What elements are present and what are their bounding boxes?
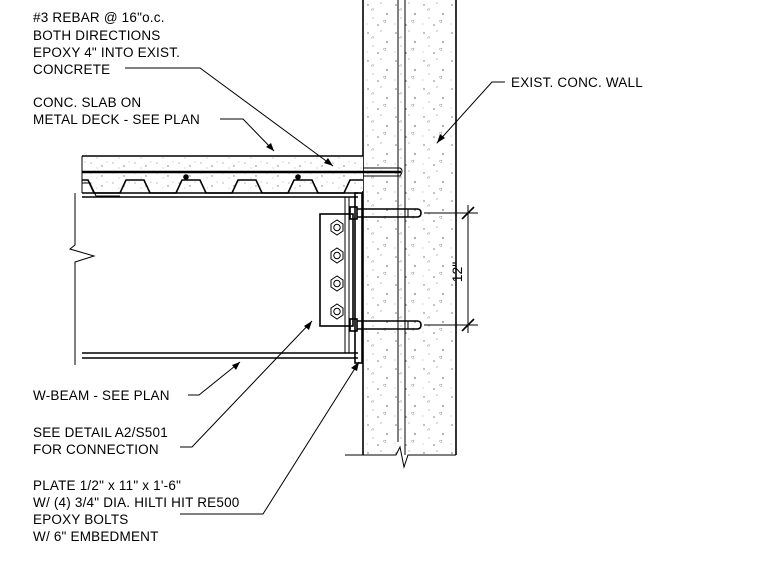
rebar-dot (183, 174, 189, 180)
note-line: #3 REBAR @ 16"o.c. (33, 10, 165, 25)
note-plate: PLATE 1/2" x 11" x 1'-6" W/ (4) 3/4" DIA… (33, 478, 240, 544)
note-line: SEE DETAIL A2/S501 (33, 425, 168, 440)
rebar-dot (295, 174, 301, 180)
leader-lines (125, 67, 505, 515)
note-line: PLATE 1/2" x 11" x 1'-6" (33, 478, 181, 493)
note-line: W/ (4) 3/4" DIA. HILTI HIT RE500 (33, 495, 240, 510)
note-line: METAL DECK - SEE PLAN (33, 112, 200, 127)
note-line: BOTH DIRECTIONS (33, 28, 161, 43)
note-line: FOR CONNECTION (33, 442, 159, 457)
dimension-bolt-spacing: 12" (424, 205, 478, 333)
existing-concrete-wall (345, 0, 457, 469)
note-line: EPOXY 4" INTO EXIST. (33, 45, 180, 60)
note-beam: W-BEAM - SEE PLAN (33, 388, 170, 403)
note-line: W-BEAM - SEE PLAN (33, 388, 170, 403)
note-rebar: #3 REBAR @ 16"o.c. BOTH DIRECTIONS EPOXY… (33, 10, 180, 77)
note-line: EXIST. CONC. WALL (511, 75, 643, 90)
note-line: CONC. SLAB ON (33, 95, 141, 110)
note-wall: EXIST. CONC. WALL (511, 75, 643, 90)
note-detail-reference: SEE DETAIL A2/S501 FOR CONNECTION (33, 425, 168, 457)
epoxy-anchor-bolts (349, 206, 422, 332)
note-line: CONCRETE (33, 62, 110, 77)
w-beam (68, 192, 358, 365)
concrete-slab (81, 155, 403, 193)
note-line: W/ 6" EMBEDMENT (33, 529, 159, 544)
hex-bolt-group (330, 219, 344, 320)
note-line: EPOXY BOLTS (33, 512, 129, 527)
dimension-label: 12" (449, 262, 465, 283)
note-slab: CONC. SLAB ON METAL DECK - SEE PLAN (33, 95, 200, 127)
